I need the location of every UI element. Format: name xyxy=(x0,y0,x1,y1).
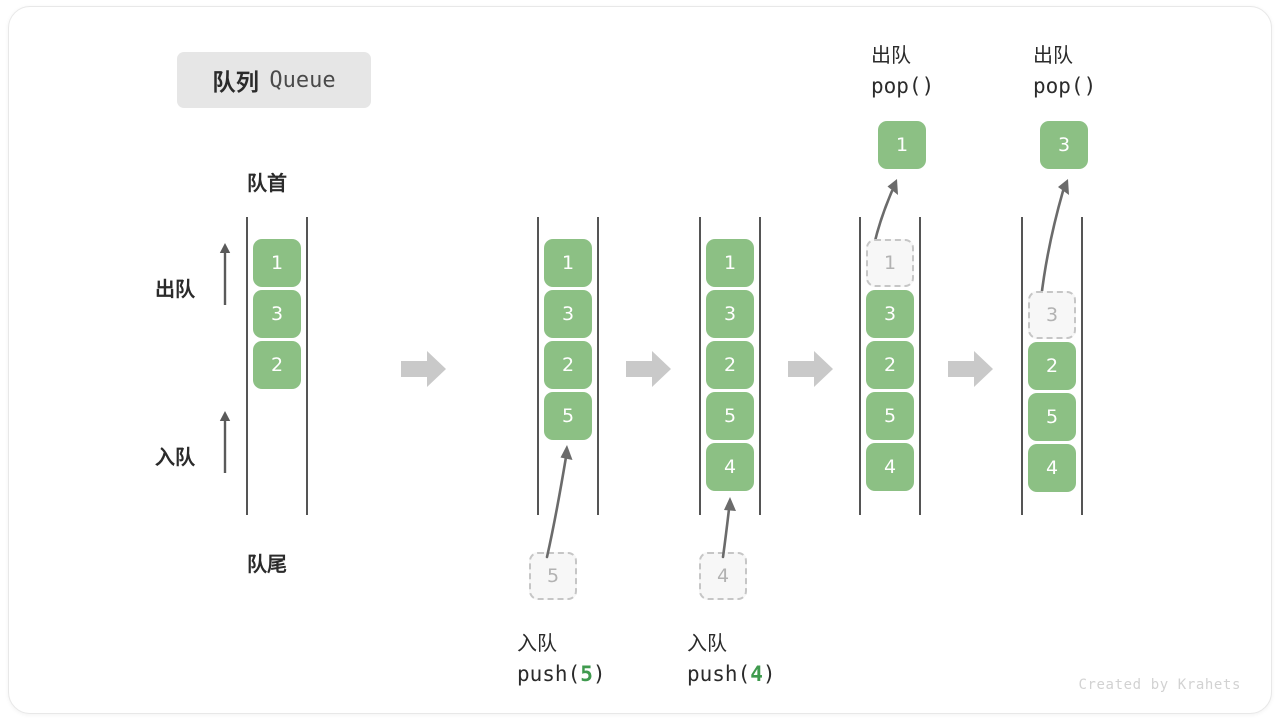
enqueue-direction-label: 入队 xyxy=(155,445,195,469)
queue-cell: 2 xyxy=(706,341,754,389)
queue-cell: 2 xyxy=(544,341,592,389)
diagram-title-chip: 队列 Queue xyxy=(177,52,371,108)
queue-cell: 5 xyxy=(866,392,914,440)
step-arrow xyxy=(626,349,672,389)
push-4-label-code: push(4) xyxy=(687,662,776,686)
pop-3-code-prefix: pop( xyxy=(1033,74,1084,98)
push-arrow-4 xyxy=(703,491,747,559)
title-cn: 队列 xyxy=(212,70,260,96)
dequeue-direction-arrow xyxy=(218,241,232,305)
pop-3-code-suffix: ) xyxy=(1083,74,1097,98)
queue-cell: 2 xyxy=(866,341,914,389)
queue-rail-after-push-4 xyxy=(699,217,761,515)
step-arrow xyxy=(948,349,994,389)
queue-cell: 3 xyxy=(253,290,301,338)
queue-cell: 1 xyxy=(253,239,301,287)
push-4-label-cn: 入队 xyxy=(687,631,727,655)
queue-rail-after-pop-3 xyxy=(1021,217,1083,515)
push-5-label-cn: 入队 xyxy=(517,631,557,655)
queue-rail-initial xyxy=(246,217,308,515)
queue-cell: 3 xyxy=(866,290,914,338)
step-arrow xyxy=(788,349,834,389)
queue-cell: 1 xyxy=(706,239,754,287)
push-4-code-arg: 4 xyxy=(750,662,763,686)
ghost-cell: 4 xyxy=(699,552,747,600)
push-5-code-suffix: ) xyxy=(592,662,606,686)
ghost-cell: 5 xyxy=(529,552,577,600)
queue-cell: 4 xyxy=(706,443,754,491)
push-5-label-code: push(5) xyxy=(517,662,606,686)
queue-cell: 2 xyxy=(253,341,301,389)
popped-cell: 1 xyxy=(878,121,926,169)
pop-1-label-cn: 出队 xyxy=(871,43,911,67)
title-en: Queue xyxy=(269,67,336,93)
queue-rail-after-pop-1 xyxy=(859,217,921,515)
push-5-code-arg: 5 xyxy=(580,662,593,686)
pop-arrow-3 xyxy=(1021,175,1081,301)
popped-cell: 3 xyxy=(1040,121,1088,169)
queue-cell: 4 xyxy=(866,443,914,491)
queue-cell: 4 xyxy=(1028,444,1076,492)
queue-cell: 3 xyxy=(706,290,754,338)
enqueue-direction-arrow xyxy=(218,409,232,473)
watermark: Created by Krahets xyxy=(1078,677,1241,693)
popped-element-1: 1 xyxy=(878,121,926,169)
front-label: 队首 xyxy=(247,171,287,195)
queue-cell: 5 xyxy=(544,392,592,440)
push-4-code-suffix: ) xyxy=(762,662,776,686)
ghost-cell: 3 xyxy=(1028,291,1076,339)
queue-cell: 2 xyxy=(1028,342,1076,390)
push-5-code-prefix: push( xyxy=(517,662,581,686)
incoming-element-5: 5 xyxy=(529,552,577,600)
queue-rail-after-push-5 xyxy=(537,217,599,515)
pop-3-label-code: pop() xyxy=(1033,74,1096,98)
ghost-cell: 1 xyxy=(866,239,914,287)
queue-cell: 5 xyxy=(706,392,754,440)
pop-1-code-suffix: ) xyxy=(921,74,935,98)
dequeue-direction-label: 出队 xyxy=(155,277,195,301)
popped-element-3: 3 xyxy=(1040,121,1088,169)
rear-label: 队尾 xyxy=(247,552,287,576)
incoming-element-4: 4 xyxy=(699,552,747,600)
push-arrow-5 xyxy=(525,439,585,559)
queue-cell: 5 xyxy=(1028,393,1076,441)
pop-1-code-prefix: pop( xyxy=(871,74,922,98)
queue-cell: 1 xyxy=(544,239,592,287)
pop-3-label-cn: 出队 xyxy=(1033,43,1073,67)
queue-cell: 3 xyxy=(544,290,592,338)
pop-1-label-code: pop() xyxy=(871,74,934,98)
step-arrow xyxy=(401,349,447,389)
push-4-code-prefix: push( xyxy=(687,662,751,686)
